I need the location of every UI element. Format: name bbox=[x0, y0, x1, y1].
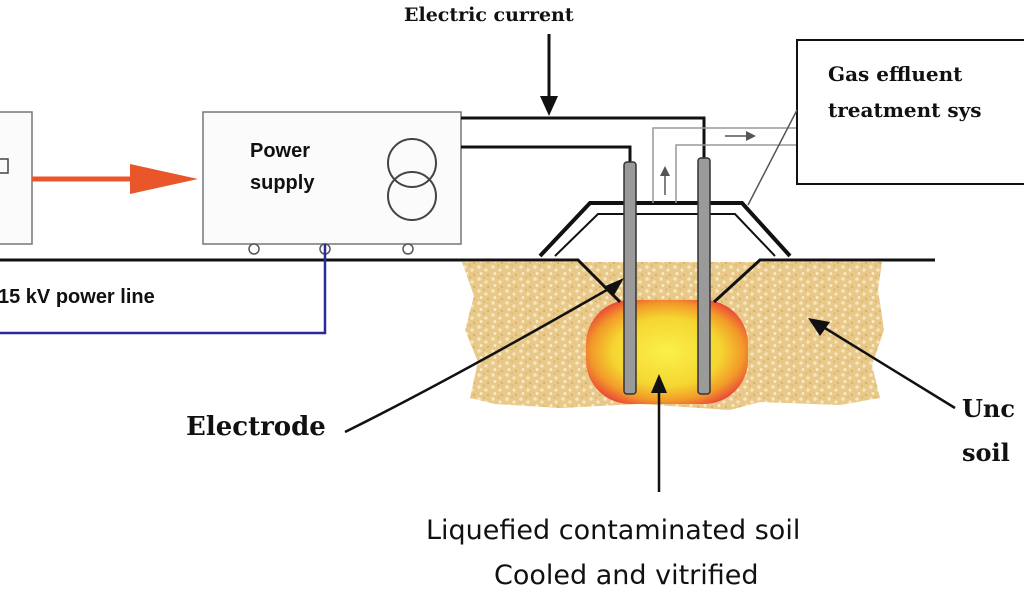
hood-inner bbox=[554, 213, 776, 257]
off-gas-pipe-outer bbox=[652, 127, 797, 203]
melt-pointer-head bbox=[651, 374, 667, 393]
power-line-cable bbox=[0, 244, 327, 335]
gas-effluent-label-line1: Gas effluent bbox=[828, 62, 963, 86]
electrode-pointer-head bbox=[603, 278, 624, 297]
electrode-right bbox=[697, 157, 711, 395]
power-supply-box bbox=[202, 111, 462, 245]
off-gas-flow-arrow-right-head bbox=[746, 131, 756, 141]
melt-zone bbox=[586, 300, 748, 404]
power-supply-label-line2: supply bbox=[250, 172, 315, 194]
electric-current-label: Electric current bbox=[404, 4, 574, 26]
gas-effluent-label-line2: treatment sys bbox=[828, 98, 982, 122]
uncontaminated-soil-label-line1: Unc bbox=[962, 394, 1015, 423]
electrode-label: Electrode bbox=[186, 412, 326, 442]
uncontaminated-soil-label-line2: soil bbox=[962, 438, 1010, 467]
off-gas-hood bbox=[538, 201, 792, 258]
off-gas-flow-arrow-up-head bbox=[660, 166, 670, 176]
electrode-left bbox=[623, 161, 637, 395]
feed-arrow-head bbox=[130, 164, 198, 194]
source-box bbox=[0, 111, 33, 245]
liquefied-soil-label: Liquefied contaminated soil bbox=[426, 515, 801, 546]
ground-line-right bbox=[712, 258, 935, 304]
source-box-indicator bbox=[0, 158, 9, 174]
cooled-vitrified-label: Cooled and vitrified bbox=[494, 560, 759, 591]
gas-treatment-box bbox=[796, 39, 1024, 185]
wire-to-left-electrode bbox=[461, 145, 632, 162]
electric-current-arrow-head bbox=[540, 96, 558, 116]
soil-pointer-head bbox=[808, 318, 830, 336]
power-supply-wheel-1 bbox=[248, 243, 260, 255]
transformer-coil-top bbox=[387, 138, 437, 188]
soil-pointer-line bbox=[819, 323, 956, 410]
off-gas-pipe-inner bbox=[675, 144, 797, 203]
gas-treatment-pointer bbox=[747, 109, 798, 206]
power-supply-label-line1: Power bbox=[250, 140, 311, 162]
power-line-label: 15 kV power line bbox=[0, 286, 155, 308]
power-supply-wheel-3 bbox=[402, 243, 414, 255]
wire-to-right-electrode bbox=[461, 116, 706, 158]
electrode-pointer-line bbox=[344, 285, 613, 434]
transformer-coil-bottom bbox=[387, 171, 437, 221]
